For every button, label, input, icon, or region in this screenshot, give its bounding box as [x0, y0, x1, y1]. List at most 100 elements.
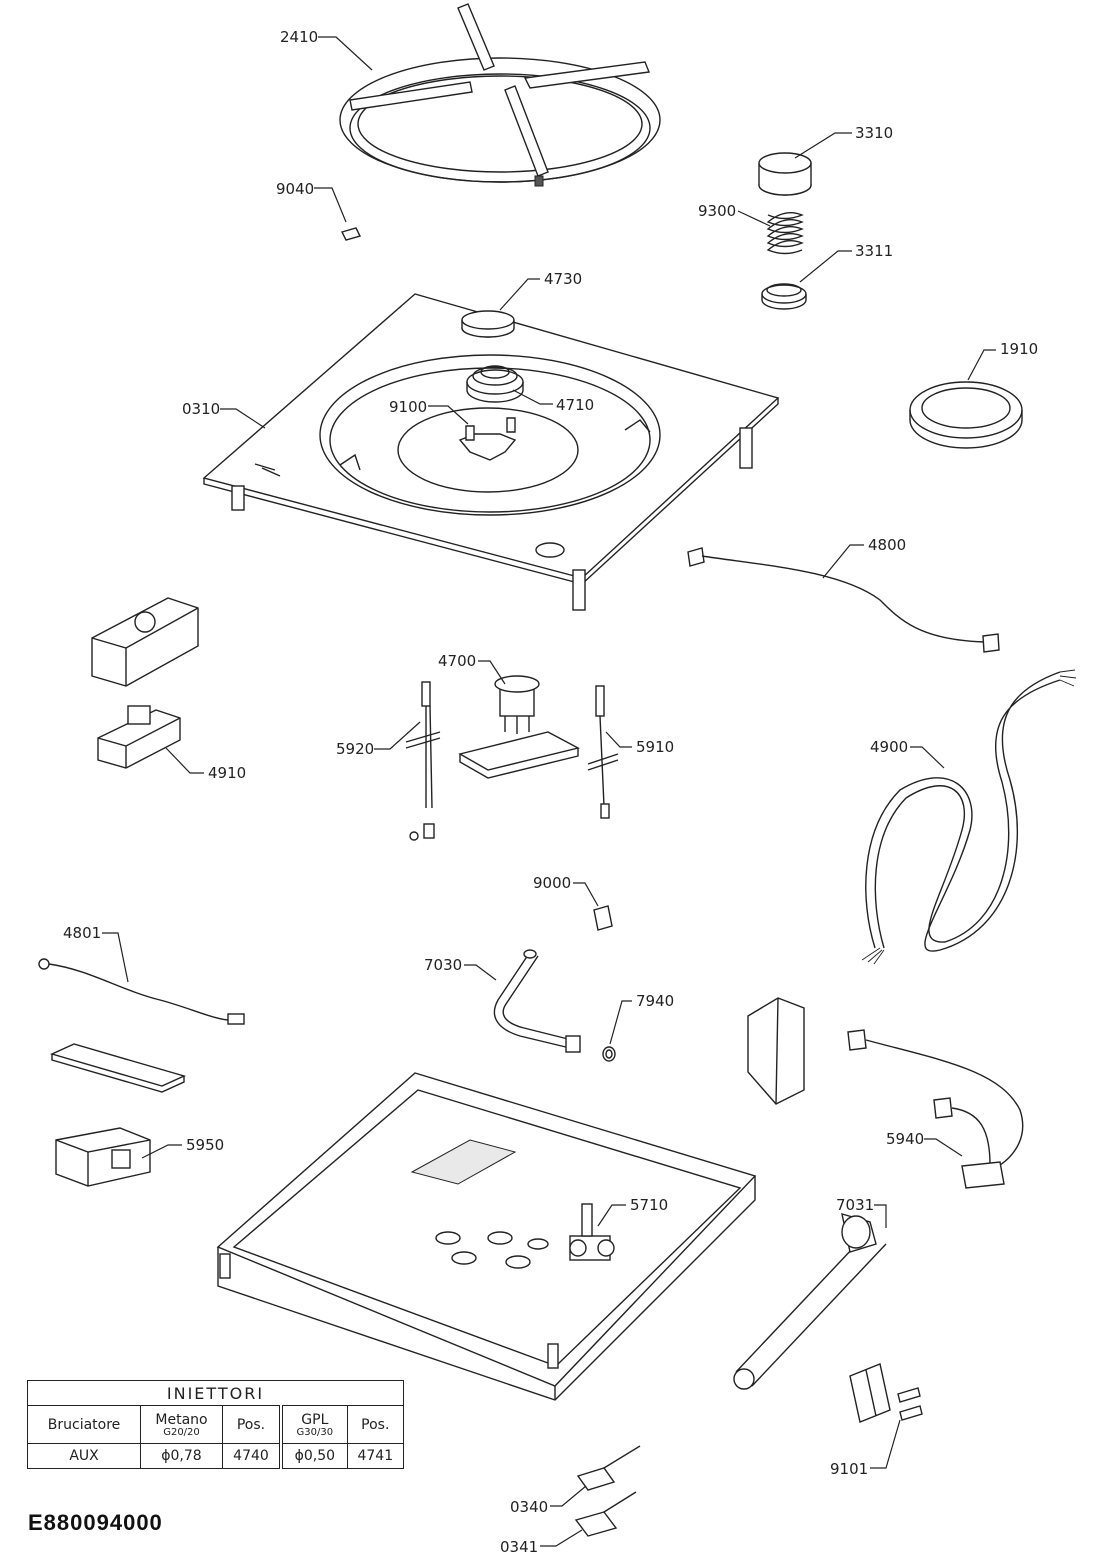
callout-5710: 5710 [597, 1196, 668, 1227]
svg-text:4900: 4900 [870, 738, 908, 756]
junction-box [91, 597, 199, 687]
callout-3311: 3311 [799, 242, 893, 283]
cell-methane-size: ϕ0,78 [140, 1443, 223, 1469]
svg-text:7940: 7940 [636, 992, 674, 1010]
clip-9000 [593, 905, 613, 931]
document-code: E880094000 [28, 1510, 163, 1535]
svg-text:4710: 4710 [556, 396, 594, 414]
svg-text:4801: 4801 [63, 924, 101, 942]
callout-7031: 7031 [836, 1196, 887, 1228]
callout-4710: 4710 [512, 389, 594, 414]
piezo-igniter-5950 [55, 1127, 151, 1187]
callout-0340: 0340 [510, 1485, 587, 1516]
callout-9101: 9101 [830, 1419, 901, 1478]
gas-pipe-7031 [733, 1213, 887, 1390]
cell-methane-pos: 4740 [221, 1443, 282, 1469]
earth-wire-4801 [38, 958, 245, 1025]
burner-ring-gasket [909, 381, 1023, 449]
header-lpg: GPL G30/30 [279, 1405, 348, 1444]
header-methane: Metano G20/20 [140, 1405, 223, 1444]
svg-text:3311: 3311 [855, 242, 893, 260]
svg-text:7031: 7031 [836, 1196, 874, 1214]
ignition-wire-4800 [687, 547, 1000, 653]
callout-9000: 9000 [533, 874, 599, 907]
spark-generator-block [97, 705, 181, 769]
svg-text:9100: 9100 [389, 398, 427, 416]
callout-5950: 5950 [141, 1136, 224, 1159]
svg-text:0340: 0340 [510, 1498, 548, 1516]
header-lpg-gas: G30/30 [296, 1426, 334, 1438]
table-title-row: INIETTORI [27, 1380, 404, 1406]
callout-5920: 5920 [336, 721, 421, 758]
svg-text:9040: 9040 [276, 180, 314, 198]
callout-9100: 9100 [389, 398, 469, 425]
header-methane-gas: G20/20 [163, 1426, 200, 1438]
bracket-0340 [576, 1445, 641, 1491]
callout-4900: 4900 [870, 738, 945, 769]
callout-4800: 4800 [822, 536, 906, 579]
control-knob [758, 152, 812, 196]
thermocouple-valve-4700 [494, 675, 540, 734]
cell-burner: AUX [26, 1443, 142, 1469]
knob-spring [766, 212, 804, 255]
header-methane-label: Metano [155, 1411, 208, 1428]
callout-1910: 1910 [967, 340, 1038, 381]
callout-7030: 7030 [424, 956, 497, 981]
callout-0310: 0310 [182, 400, 266, 429]
svg-text:1910: 1910 [1000, 340, 1038, 358]
hinge-and-screws-9101 [849, 1363, 923, 1423]
callout-9300: 9300 [698, 202, 771, 227]
header-lpg-label: GPL [301, 1411, 329, 1428]
clip-9040 [340, 227, 362, 241]
gas-tap-5710 [569, 1203, 615, 1261]
callout-5940: 5940 [886, 1130, 963, 1157]
cable-bracket [747, 997, 805, 1105]
hob-top-plate [202, 293, 780, 611]
bracket-plate-lower [49, 1043, 187, 1093]
callout-0341: 0341 [500, 1529, 583, 1556]
callout-2410: 2410 [280, 28, 373, 71]
callout-3310: 3310 [794, 124, 893, 159]
svg-text:9101: 9101 [830, 1460, 868, 1478]
header-pos-lpg: Pos. [346, 1405, 405, 1444]
thermocouple-5910 [587, 685, 619, 819]
svg-text:3310: 3310 [855, 124, 893, 142]
burner-head [466, 365, 524, 403]
header-pos-methane: Pos. [221, 1405, 282, 1444]
cell-lpg-pos: 4741 [346, 1443, 405, 1469]
power-cable-4900 [861, 669, 1077, 965]
svg-text:2410: 2410 [280, 28, 318, 46]
injectors-table: INIETTORI Bruciatore Metano G20/20 Pos. … [26, 1380, 405, 1469]
base-tray [216, 1072, 757, 1401]
cell-lpg-size: ϕ0,50 [279, 1443, 348, 1469]
sealing-washer [602, 1046, 616, 1062]
mounting-bracket-plate [458, 731, 580, 779]
svg-text:5710: 5710 [630, 1196, 668, 1214]
callout-4700: 4700 [438, 652, 506, 685]
svg-text:9300: 9300 [698, 202, 736, 220]
svg-text:4800: 4800 [868, 536, 906, 554]
callout-7940: 7940 [609, 992, 674, 1045]
svg-text:5950: 5950 [186, 1136, 224, 1154]
table-title: INIETTORI [27, 1380, 404, 1406]
svg-text:0341: 0341 [500, 1538, 538, 1556]
header-burner: Bruciatore [26, 1405, 142, 1444]
callout-4910: 4910 [165, 747, 246, 782]
fixing-screws [465, 417, 516, 441]
callout-9040: 9040 [276, 180, 347, 223]
svg-text:5910: 5910 [636, 738, 674, 756]
bracket-0341 [574, 1491, 637, 1537]
pan-support-grid [339, 3, 661, 187]
svg-text:4730: 4730 [544, 270, 582, 288]
electrode-5920 [405, 681, 441, 841]
svg-text:9000: 9000 [533, 874, 571, 892]
table-row: AUX ϕ0,78 4740 ϕ0,50 4741 [26, 1443, 405, 1469]
table-header-row: Bruciatore Metano G20/20 Pos. GPL G30/30… [26, 1405, 405, 1444]
callout-4730: 4730 [499, 270, 582, 311]
callout-4801: 4801 [63, 924, 129, 983]
burner-cap [461, 310, 515, 338]
svg-text:7030: 7030 [424, 956, 462, 974]
callout-5910: 5910 [605, 731, 674, 756]
svg-text:5920: 5920 [336, 740, 374, 758]
